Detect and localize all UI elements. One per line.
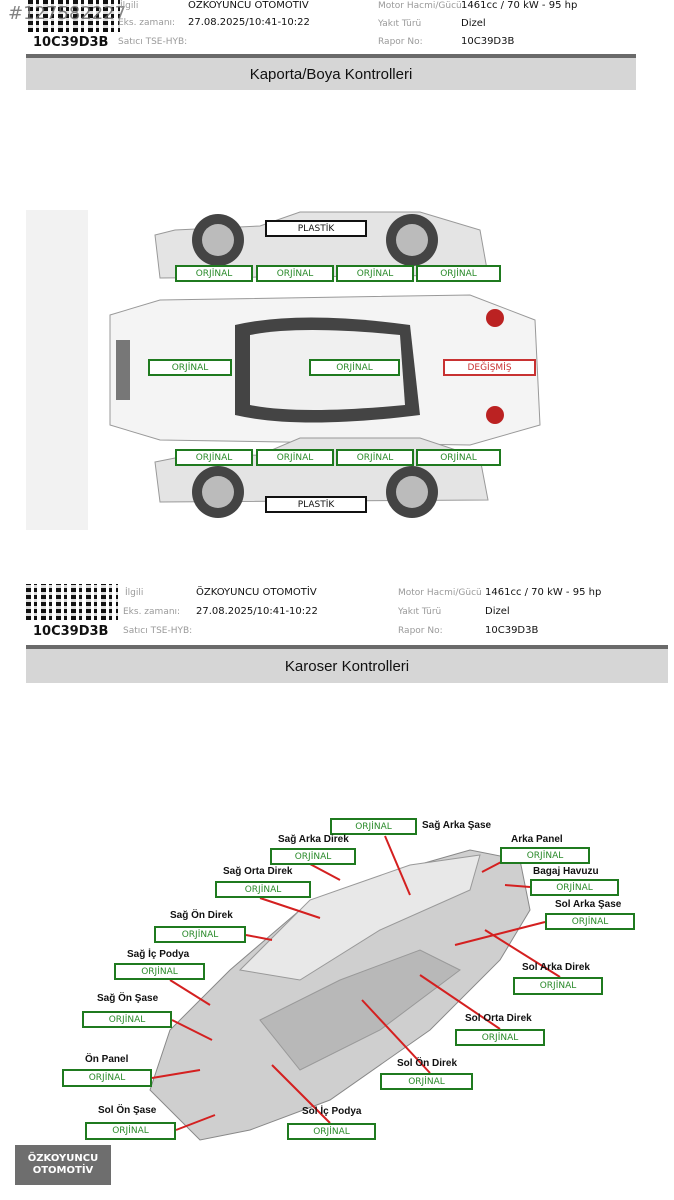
- field-label: Rapor No:: [398, 626, 443, 636]
- field-label: Motor Hacmi/Gücü: [378, 1, 462, 11]
- status-box: ORJİNAL: [416, 265, 501, 282]
- part-status-box: ORJİNAL: [513, 977, 603, 995]
- qr-code: [28, 0, 120, 32]
- status-box-hood: ORJİNAL: [148, 359, 232, 376]
- field-label: Satıcı TSE-HYB:: [123, 626, 193, 636]
- pointer-arrow: [175, 1114, 216, 1131]
- part-label: Arka Panel: [511, 834, 563, 845]
- field-label: Satıcı TSE-HYB:: [118, 37, 188, 47]
- pointer-arrow: [504, 884, 531, 888]
- status-box: ORJİNAL: [336, 265, 414, 282]
- field-value: 27.08.2025/10:41-10:22: [196, 606, 318, 617]
- overlay-tag: #127582227: [8, 3, 127, 24]
- qr-code: [26, 584, 118, 620]
- part-status-box: ORJİNAL: [530, 879, 619, 896]
- section-title-kaporta: Kaporta/Boya Kontrolleri: [26, 54, 636, 90]
- status-box-roof: ORJİNAL: [309, 359, 400, 376]
- field-label: İlgili: [120, 1, 139, 11]
- field-label: Rapor No:: [378, 37, 423, 47]
- logo-line1: ÖZKOYUNCU: [27, 1153, 99, 1164]
- report-code: 10C39D3B: [33, 35, 109, 50]
- status-box: ORJİNAL: [256, 449, 334, 466]
- pointer-arrow: [169, 979, 211, 1006]
- pointer-arrow: [259, 897, 321, 919]
- status-box: ORJİNAL: [175, 265, 253, 282]
- status-box-trunk: DEĞİŞMİŞ: [443, 359, 536, 376]
- field-value: Dizel: [461, 18, 486, 29]
- part-status-box: ORJİNAL: [270, 848, 356, 865]
- field-label: Yakıt Türü: [378, 19, 422, 29]
- field-value: 10C39D3B: [461, 36, 515, 47]
- report-code: 10C39D3B: [33, 624, 109, 639]
- part-label: Sol Arka Direk: [522, 962, 590, 973]
- part-status-box: ORJİNAL: [287, 1123, 376, 1140]
- part-label: Sol Ön Direk: [397, 1058, 458, 1069]
- field-label: Eks. zamanı:: [123, 607, 181, 617]
- dealer-logo: ÖZKOYUNCU OTOMOTİV: [15, 1145, 111, 1185]
- status-box: ORJİNAL: [416, 449, 501, 466]
- part-label: Ön Panel: [85, 1054, 129, 1065]
- part-label: Sağ Arka Direk: [278, 834, 349, 845]
- part-label: Sağ Ön Direk: [170, 910, 233, 921]
- part-status-box: ORJİNAL: [500, 847, 590, 864]
- status-box: ORJİNAL: [336, 449, 414, 466]
- part-status-box: ORJİNAL: [215, 881, 311, 898]
- pointer-arrow: [309, 863, 341, 881]
- part-label: Sağ Orta Direk: [223, 866, 293, 877]
- pointer-arrow: [384, 835, 411, 896]
- part-label: Sol Arka Şase: [555, 899, 622, 910]
- status-box: ORJİNAL: [256, 265, 334, 282]
- part-label: Sağ Arka Şase: [422, 820, 492, 831]
- part-status-box: ORJİNAL: [380, 1073, 473, 1090]
- field-value: 27.08.2025/10:41-10:22: [188, 17, 310, 28]
- part-label: Sağ İç Podya: [127, 949, 190, 960]
- part-label: Sağ Ön Şase: [97, 993, 159, 1004]
- logo-line2: OTOMOTİV: [32, 1165, 94, 1176]
- pointer-arrow: [484, 929, 561, 978]
- part-label: Sol Orta Direk: [465, 1013, 532, 1024]
- section-title-karoser: Karoser Kontrolleri: [26, 645, 668, 683]
- pointer-arrow: [271, 1064, 331, 1124]
- status-box-bottom-bumper: PLASTİK: [265, 496, 367, 513]
- pointer-arrow: [151, 1069, 201, 1079]
- part-status-box: ORJİNAL: [82, 1011, 172, 1028]
- pointer-arrow: [454, 921, 546, 946]
- part-label: Bagaj Havuzu: [533, 866, 599, 877]
- status-box: ORJİNAL: [175, 449, 253, 466]
- part-status-box: ORJİNAL: [62, 1069, 152, 1087]
- pointer-arrow: [361, 999, 431, 1074]
- field-label: Motor Hacmi/Gücü: [398, 588, 482, 598]
- pointer-arrow: [171, 1019, 213, 1041]
- field-value: 1461cc / 70 kW - 95 hp: [461, 0, 578, 11]
- pointer-arrow: [419, 974, 501, 1030]
- field-value: ÖZKOYUNCU OTOMOTİV: [188, 0, 309, 11]
- field-value: Dizel: [485, 606, 510, 617]
- part-label: Sol İç Podya: [302, 1106, 362, 1117]
- chassis-diagram: [149, 835, 561, 1141]
- field-value: 1461cc / 70 kW - 95 hp: [485, 587, 602, 598]
- pointer-arrow: [245, 934, 273, 941]
- part-status-box: ORJİNAL: [85, 1122, 176, 1140]
- field-value: ÖZKOYUNCU OTOMOTİV: [196, 587, 317, 598]
- field-value: 10C39D3B: [485, 625, 539, 636]
- part-label: Sol Ön Şase: [98, 1105, 157, 1116]
- status-box-top-bumper: PLASTİK: [265, 220, 367, 237]
- field-label: İlgili: [125, 588, 144, 598]
- field-label: Yakıt Türü: [398, 607, 442, 617]
- part-status-box: ORJİNAL: [545, 913, 635, 930]
- part-status-box: ORJİNAL: [455, 1029, 545, 1046]
- field-label: Eks. zamanı:: [118, 18, 176, 28]
- part-status-box: ORJİNAL: [154, 926, 246, 943]
- part-status-box: ORJİNAL: [114, 963, 205, 980]
- part-status-box: ORJİNAL: [330, 818, 417, 835]
